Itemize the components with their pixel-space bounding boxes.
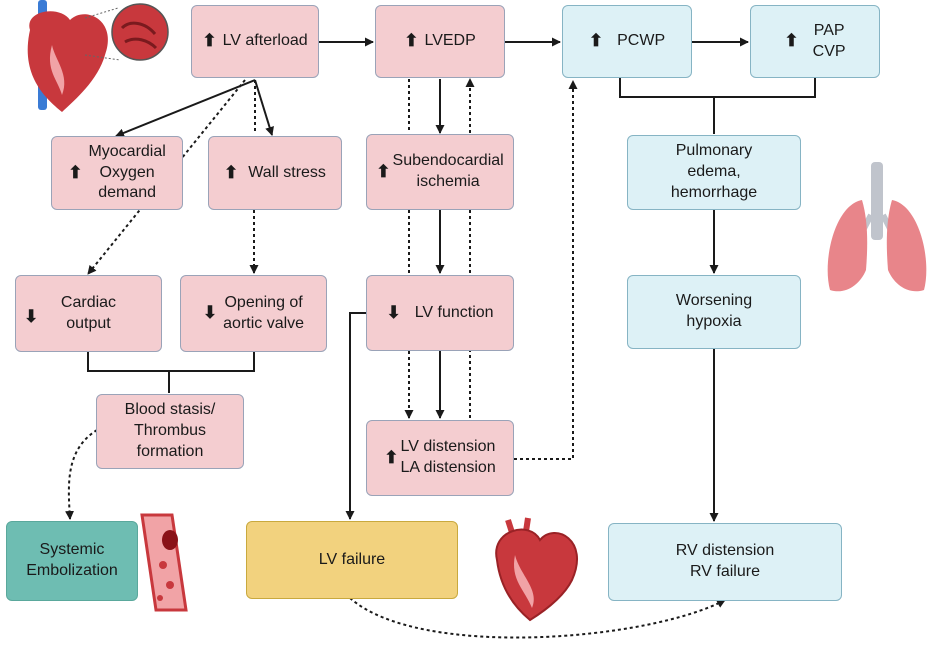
up-arrow-icon: ⬆ (404, 31, 419, 51)
node-lv-afterload: ⬆ LV afterload (191, 5, 319, 78)
up-arrow-icon: ⬆ (202, 31, 217, 51)
arrow-afterload-to-myocardial (115, 79, 256, 138)
connector-to-pulmonary-edema (619, 78, 816, 98)
node-pap-cvp: ⬆ PAP CVP (750, 5, 880, 78)
lungs-icon (827, 162, 927, 292)
node-label: LV function (414, 303, 494, 321)
up-arrow-icon: ⬆ (588, 31, 604, 51)
node-label: PCWP (617, 32, 666, 50)
arrow-lvfunction-to-lvfailure (345, 312, 366, 520)
node-label: Wall stress (248, 163, 326, 181)
node-label: LV distension LA distension (400, 438, 496, 476)
node-label: Pulmonary edema, hemorrhage (670, 142, 758, 201)
node-opening-aortic-valve: ⬇ Opening of aortic valve (180, 275, 327, 352)
node-lv-function: ⬇ LV function (366, 275, 514, 351)
heart-cross-section-icon (27, 0, 169, 112)
node-label: Worsening hypoxia (675, 292, 753, 330)
arrow-lvfailure-to-rv-dotted (349, 597, 726, 639)
node-lv-failure: LV failure (246, 521, 458, 599)
node-label: PAP CVP (812, 21, 846, 60)
node-pcwp: ⬆ PCWP (562, 5, 692, 78)
node-worsening-hypoxia: Worsening hypoxia (627, 275, 801, 349)
up-arrow-icon: ⬆ (384, 447, 399, 467)
node-label: LVEDP (424, 32, 476, 50)
node-label: LV afterload (222, 32, 308, 50)
node-label: Myocardial Oxygen demand (88, 142, 166, 202)
node-label: Systemic Embolization (26, 541, 118, 579)
node-pulmonary-edema: Pulmonary edema, hemorrhage (627, 135, 801, 210)
node-rv-distension-failure: RV distension RV failure (608, 523, 842, 601)
down-arrow-icon: ⬇ (202, 303, 218, 323)
arrow-afterload-to-wallstress (254, 79, 274, 136)
arrow-stasis-to-embolization-dotted (65, 429, 98, 520)
up-arrow-icon: ⬆ (224, 162, 239, 182)
up-arrow-icon: ⬆ (784, 31, 799, 51)
down-arrow-icon: ⬇ (24, 307, 39, 326)
blood-vessel-thrombus-icon (140, 513, 188, 612)
up-arrow-icon: ⬆ (68, 162, 83, 182)
arrow-distension-to-pcwp-dotted (514, 80, 578, 460)
node-label: RV distension RV failure (675, 542, 775, 580)
node-wall-stress: ⬆ Wall stress (208, 136, 342, 210)
node-myocardial-oxygen-demand: ⬆ Myocardial Oxygen demand (51, 136, 183, 210)
connector-to-blood-stasis (87, 352, 255, 372)
up-arrow-icon: ⬆ (376, 161, 391, 181)
heart-icon (495, 517, 578, 622)
node-label: Blood stasis/ Thrombus formation (124, 401, 216, 460)
node-label: Subendocardial ischemia (392, 152, 504, 190)
node-lvedp: ⬆ LVEDP (375, 5, 505, 78)
node-subendocardial-ischemia: ⬆ Subendocardial ischemia (366, 134, 514, 210)
node-label: Cardiac output (60, 293, 117, 332)
node-label: LV failure (318, 550, 386, 568)
node-label: Opening of aortic valve (223, 293, 305, 332)
node-cardiac-output: ⬇ Cardiac output (15, 275, 162, 352)
down-arrow-icon: ⬇ (386, 302, 401, 322)
node-lv-la-distension: ⬆ LV distension LA distension (366, 420, 514, 496)
node-systemic-embolization: Systemic Embolization (6, 521, 138, 601)
node-blood-stasis-thrombus: Blood stasis/ Thrombus formation (96, 394, 244, 469)
